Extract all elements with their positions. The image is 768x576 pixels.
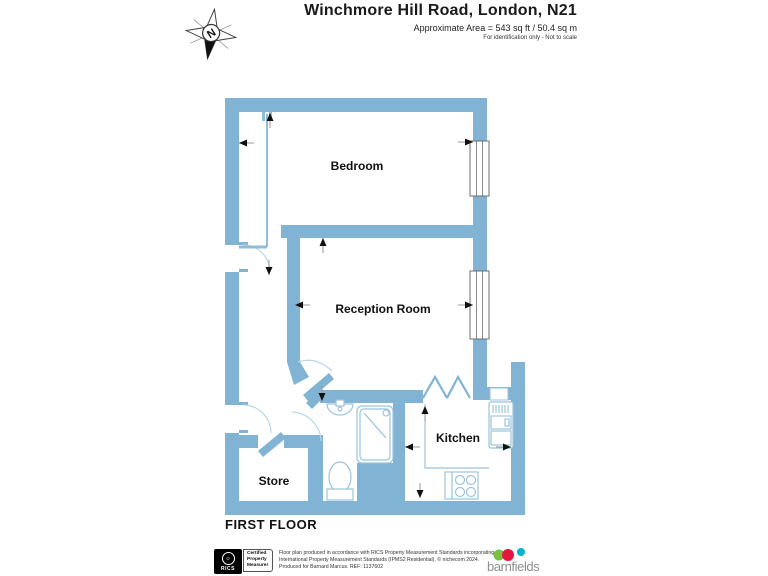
rics-lion-icon: ☼ [221, 552, 235, 565]
header: Winchmore Hill Road, London, N21 Approxi… [304, 2, 577, 41]
bath [356, 405, 394, 464]
toilet [326, 461, 354, 501]
wardrobe [239, 112, 272, 249]
fridge-freezer [488, 401, 514, 449]
room-label-store: Store [258, 474, 290, 488]
barnfields-wordmark: barnfields [487, 559, 540, 574]
room-label-kitchen: Kitchen [435, 431, 481, 445]
hob [444, 471, 479, 500]
identification-note: For identification only - Not to scale [483, 35, 577, 41]
barnfields-logo: barnfields [487, 546, 557, 576]
measure-arrow-icon [239, 113, 511, 498]
bifold-doors [422, 374, 471, 399]
room-label-bedroom: Bedroom [330, 159, 384, 173]
floor-label: FIRST FLOOR [225, 517, 318, 532]
approximate-area: Approximate Area = 543 sq ft / 50.4 sq m [413, 23, 577, 33]
footer-line-3: Produced for Barnard Marcus. REF: 113760… [279, 564, 383, 570]
sink [326, 399, 354, 416]
bedroom-window [469, 140, 490, 197]
north-compass-icon: N [184, 7, 238, 61]
rics-logo: ☼ RICS [214, 549, 242, 574]
page-title: Winchmore Hill Road, London, N21 [304, 2, 577, 19]
footer-disclaimer: Floor plan produced in accordance with R… [279, 550, 495, 571]
door-leaves [258, 373, 334, 457]
footer-line-2: International Property Measurement Stand… [279, 557, 480, 563]
reception-window [469, 270, 490, 340]
barnfields-dots-icon [493, 548, 525, 561]
kitchen-flue-notch [489, 387, 509, 401]
footer-line-1: Floor plan produced in accordance with R… [279, 550, 495, 556]
certified-property-measurer-badge: Certified Property Measurer [243, 549, 273, 572]
walls [225, 98, 525, 515]
room-label-reception: Reception Room [335, 302, 431, 316]
kitchen-counter [424, 404, 489, 469]
